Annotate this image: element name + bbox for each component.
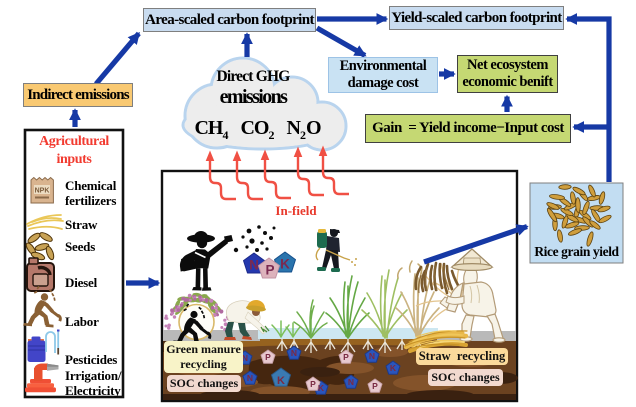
svg-text:NPK: NPK xyxy=(35,188,50,195)
svg-text:N: N xyxy=(242,353,248,363)
svg-text:P: P xyxy=(343,352,349,362)
svg-text:P: P xyxy=(310,379,316,389)
svg-text:N: N xyxy=(249,258,259,273)
svg-text:P: P xyxy=(372,381,378,391)
svg-text:K: K xyxy=(390,363,397,373)
svg-text:K: K xyxy=(318,383,325,393)
svg-text:P: P xyxy=(265,352,271,362)
svg-text:N: N xyxy=(348,377,354,387)
svg-text:N: N xyxy=(247,373,253,383)
svg-text:K: K xyxy=(280,257,290,272)
svg-text:P: P xyxy=(265,263,274,278)
svg-text:N: N xyxy=(369,351,375,361)
svg-text:N: N xyxy=(291,348,297,358)
svg-text:K: K xyxy=(277,375,285,387)
